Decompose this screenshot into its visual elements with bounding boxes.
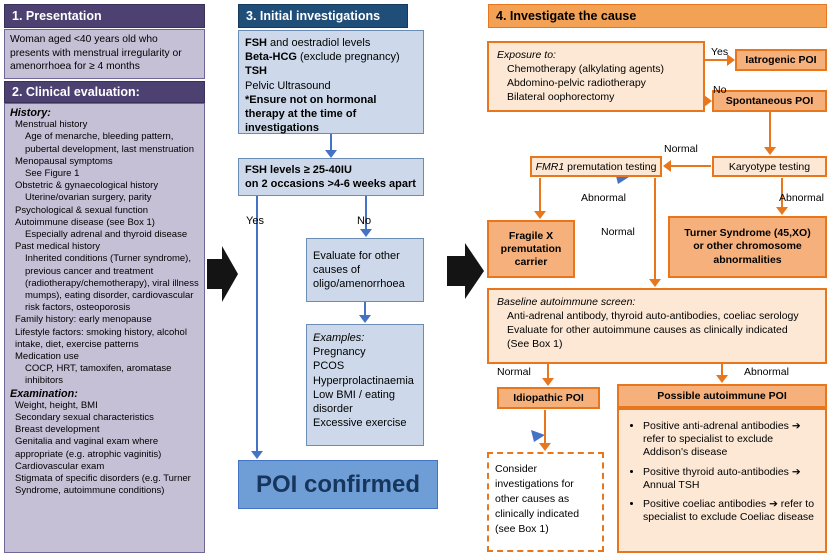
consider-investigations-box: Consider investigations for other causes… <box>487 452 604 552</box>
karyotype-abnormal-label: Abnormal <box>779 192 824 204</box>
exposure-yes-label: Yes <box>711 46 729 58</box>
clinical-line: Cardiovascular exam <box>15 460 105 472</box>
example-line: Hyperprolactinaemia <box>313 374 414 387</box>
clinical-line: Family history: early menopause <box>15 314 152 326</box>
exposure-line: Chemotherapy (alkylating agents) <box>507 63 664 75</box>
clinical-line: COCP, HRT, tamoxifen, aromatase inhibito… <box>25 363 172 387</box>
clinical-line: Especially adrenal and thyroid disease <box>25 229 188 241</box>
clinical-line: Obstetric & gynaecological history <box>15 180 159 192</box>
baseline-autoimmune-box: Baseline autoimmune screen: Anti-adrenal … <box>487 288 827 364</box>
investigate-cause-header: 4. Investigate the cause <box>488 4 827 28</box>
clinical-line: Menopausal symptoms <box>15 155 113 167</box>
fsh-criteria-line: on 2 occasions >4-6 weeks apart <box>245 178 416 191</box>
fsh-yes-label: Yes <box>246 215 264 227</box>
investigation-line: *Ensure not on hormonal therapy at the t… <box>245 93 377 135</box>
evaluate-other-causes-box: Evaluate for other causes of oligo/ameno… <box>306 238 424 302</box>
idiopathic-poi-box: Idiopathic POI <box>497 387 600 409</box>
fmr1-normal-label: Normal <box>601 226 635 238</box>
exposure-no-label: No <box>713 84 727 96</box>
baseline-line: Baseline autoimmune screen: <box>497 296 636 308</box>
evaluate-other-causes-text: Evaluate for other causes of oligo/ameno… <box>313 250 405 290</box>
clinical-line: Psychological & sexual function <box>15 204 149 216</box>
investigation-line: Pelvic Ultrasound <box>245 79 331 92</box>
initial-investigations-header: 3. Initial investigations <box>238 4 408 28</box>
poi-confirmed-text: POI confirmed <box>255 470 421 498</box>
clinical-evaluation-header: 2. Clinical evaluation: <box>4 81 205 103</box>
clinical-line: Genitalia and vaginal exam where appropr… <box>15 436 162 460</box>
exposure-line: Abdomino-pelvic radiotherapy <box>507 77 646 89</box>
idiopathic-poi-text: Idiopathic POI <box>513 392 584 404</box>
presentation-header: 1. Presentation <box>4 4 205 28</box>
karyotype-normal-label: Normal <box>664 143 698 155</box>
autoimmune-action-item: Positive coeliac antibodies ➔ refer to s… <box>643 498 819 524</box>
clinical-line: Lifestyle factors: smoking history, alco… <box>15 326 187 350</box>
column-arrow-1 <box>207 246 238 302</box>
initial-investigations-title: 3. Initial investigations <box>246 9 381 23</box>
clinical-line: Secondary sexual characteristics <box>15 412 154 424</box>
investigation-line: FSH and oestradiol levels <box>245 37 371 49</box>
consider-investigations-text: Consider investigations for other causes… <box>495 463 580 535</box>
investigation-line: TSH <box>245 65 267 78</box>
annotation-mark-2 <box>531 430 545 442</box>
baseline-line: (See Box 1) <box>507 338 563 350</box>
screen-abnormal-label: Abnormal <box>744 366 789 378</box>
karyotype-testing-box: Karyotype testing <box>712 156 827 177</box>
clinical-line: Menstrual history <box>15 119 88 131</box>
fragile-x-box: Fragile X premutation carrier <box>487 220 575 278</box>
clinical-line: Medication use <box>15 351 79 363</box>
presentation-box: Woman aged <40 years old who presents wi… <box>4 29 205 79</box>
investigation-line: Beta-HCG (exclude pregnancy) <box>245 51 400 64</box>
clinical-evaluation-title: 2. Clinical evaluation: <box>12 85 140 99</box>
presentation-title: 1. Presentation <box>12 9 102 23</box>
autoimmune-action-item: Positive thyroid auto-antibodies ➔ Annua… <box>643 466 819 492</box>
fsh-no-label: No <box>357 215 372 227</box>
column-arrow-2 <box>447 243 484 299</box>
fmr1-testing-box: FMR1 premutation testing <box>530 156 662 177</box>
fsh-criteria-box: FSH levels ≥ 25-40IU on 2 occasions >4-6 … <box>238 158 424 196</box>
fragile-x-text: Fragile X premutation carrier <box>500 229 562 268</box>
possible-autoimmune-poi-box: Possible autoimmune POI <box>617 384 827 408</box>
investigate-cause-title: 4. Investigate the cause <box>496 9 637 23</box>
example-line: Low BMI / eating disorder <box>313 388 395 416</box>
clinical-line: Past medical history <box>15 241 101 253</box>
presentation-text: Woman aged <40 years old who presents wi… <box>10 34 182 72</box>
spontaneous-poi-box: Spontaneous POI <box>712 90 827 112</box>
clinical-line: See Figure 1 <box>25 168 80 180</box>
clinical-line: Inherited conditions (Turner syndrome), … <box>25 253 199 314</box>
screen-normal-label: Normal <box>497 366 531 378</box>
spontaneous-poi-text: Spontaneous POI <box>725 95 814 107</box>
baseline-line: Evaluate for other autoimmune causes as … <box>507 324 788 336</box>
exposure-line: Bilateral oophorectomy <box>507 91 615 103</box>
clinical-line: Stigmata of specific disorders (e.g. Tur… <box>15 473 191 497</box>
example-line: Excessive exercise <box>313 417 407 430</box>
clinical-line: Breast development <box>15 424 100 436</box>
fmr1-testing-text: FMR1 premutation testing <box>535 160 657 173</box>
karyotype-testing-text: Karyotype testing <box>728 160 811 173</box>
turner-syndrome-box: Turner Syndrome (45,XO) or other chromos… <box>668 216 827 278</box>
clinical-line: Autoimmune disease (see Box 1) <box>15 216 155 228</box>
exposure-line: Exposure to: <box>497 49 556 61</box>
clinical-line: Examination: <box>10 387 78 400</box>
poi-confirmed-banner: POI confirmed <box>238 460 438 509</box>
autoimmune-action-item: Positive anti-adrenal antibodies ➔ refer… <box>643 420 819 460</box>
turner-syndrome-text: Turner Syndrome (45,XO) or other chromos… <box>684 226 811 266</box>
baseline-line: Anti-adrenal antibody, thyroid auto-anti… <box>507 310 799 322</box>
clinical-line: Uterine/ovarian surgery, parity <box>25 192 152 204</box>
clinical-line: History: <box>10 107 51 119</box>
clinical-line: Age of menarche, bleeding pattern, puber… <box>25 131 194 155</box>
autoimmune-actions-box: Positive anti-adrenal antibodies ➔ refer… <box>617 408 827 553</box>
example-line: PCOS <box>313 360 345 373</box>
example-line: Examples: <box>313 332 365 344</box>
fmr1-abnormal-label: Abnormal <box>581 192 626 204</box>
iatrogenic-poi-box: Iatrogenic POI <box>735 49 827 71</box>
fsh-criteria-line: FSH levels ≥ 25-40IU <box>245 164 352 176</box>
clinical-line: Weight, height, BMI <box>15 399 98 411</box>
exposure-box: Exposure to: Chemotherapy (alkylating age… <box>487 41 705 112</box>
iatrogenic-poi-text: Iatrogenic POI <box>745 54 817 66</box>
example-line: Pregnancy <box>313 346 366 359</box>
possible-autoimmune-poi-text: Possible autoimmune POI <box>657 390 787 402</box>
